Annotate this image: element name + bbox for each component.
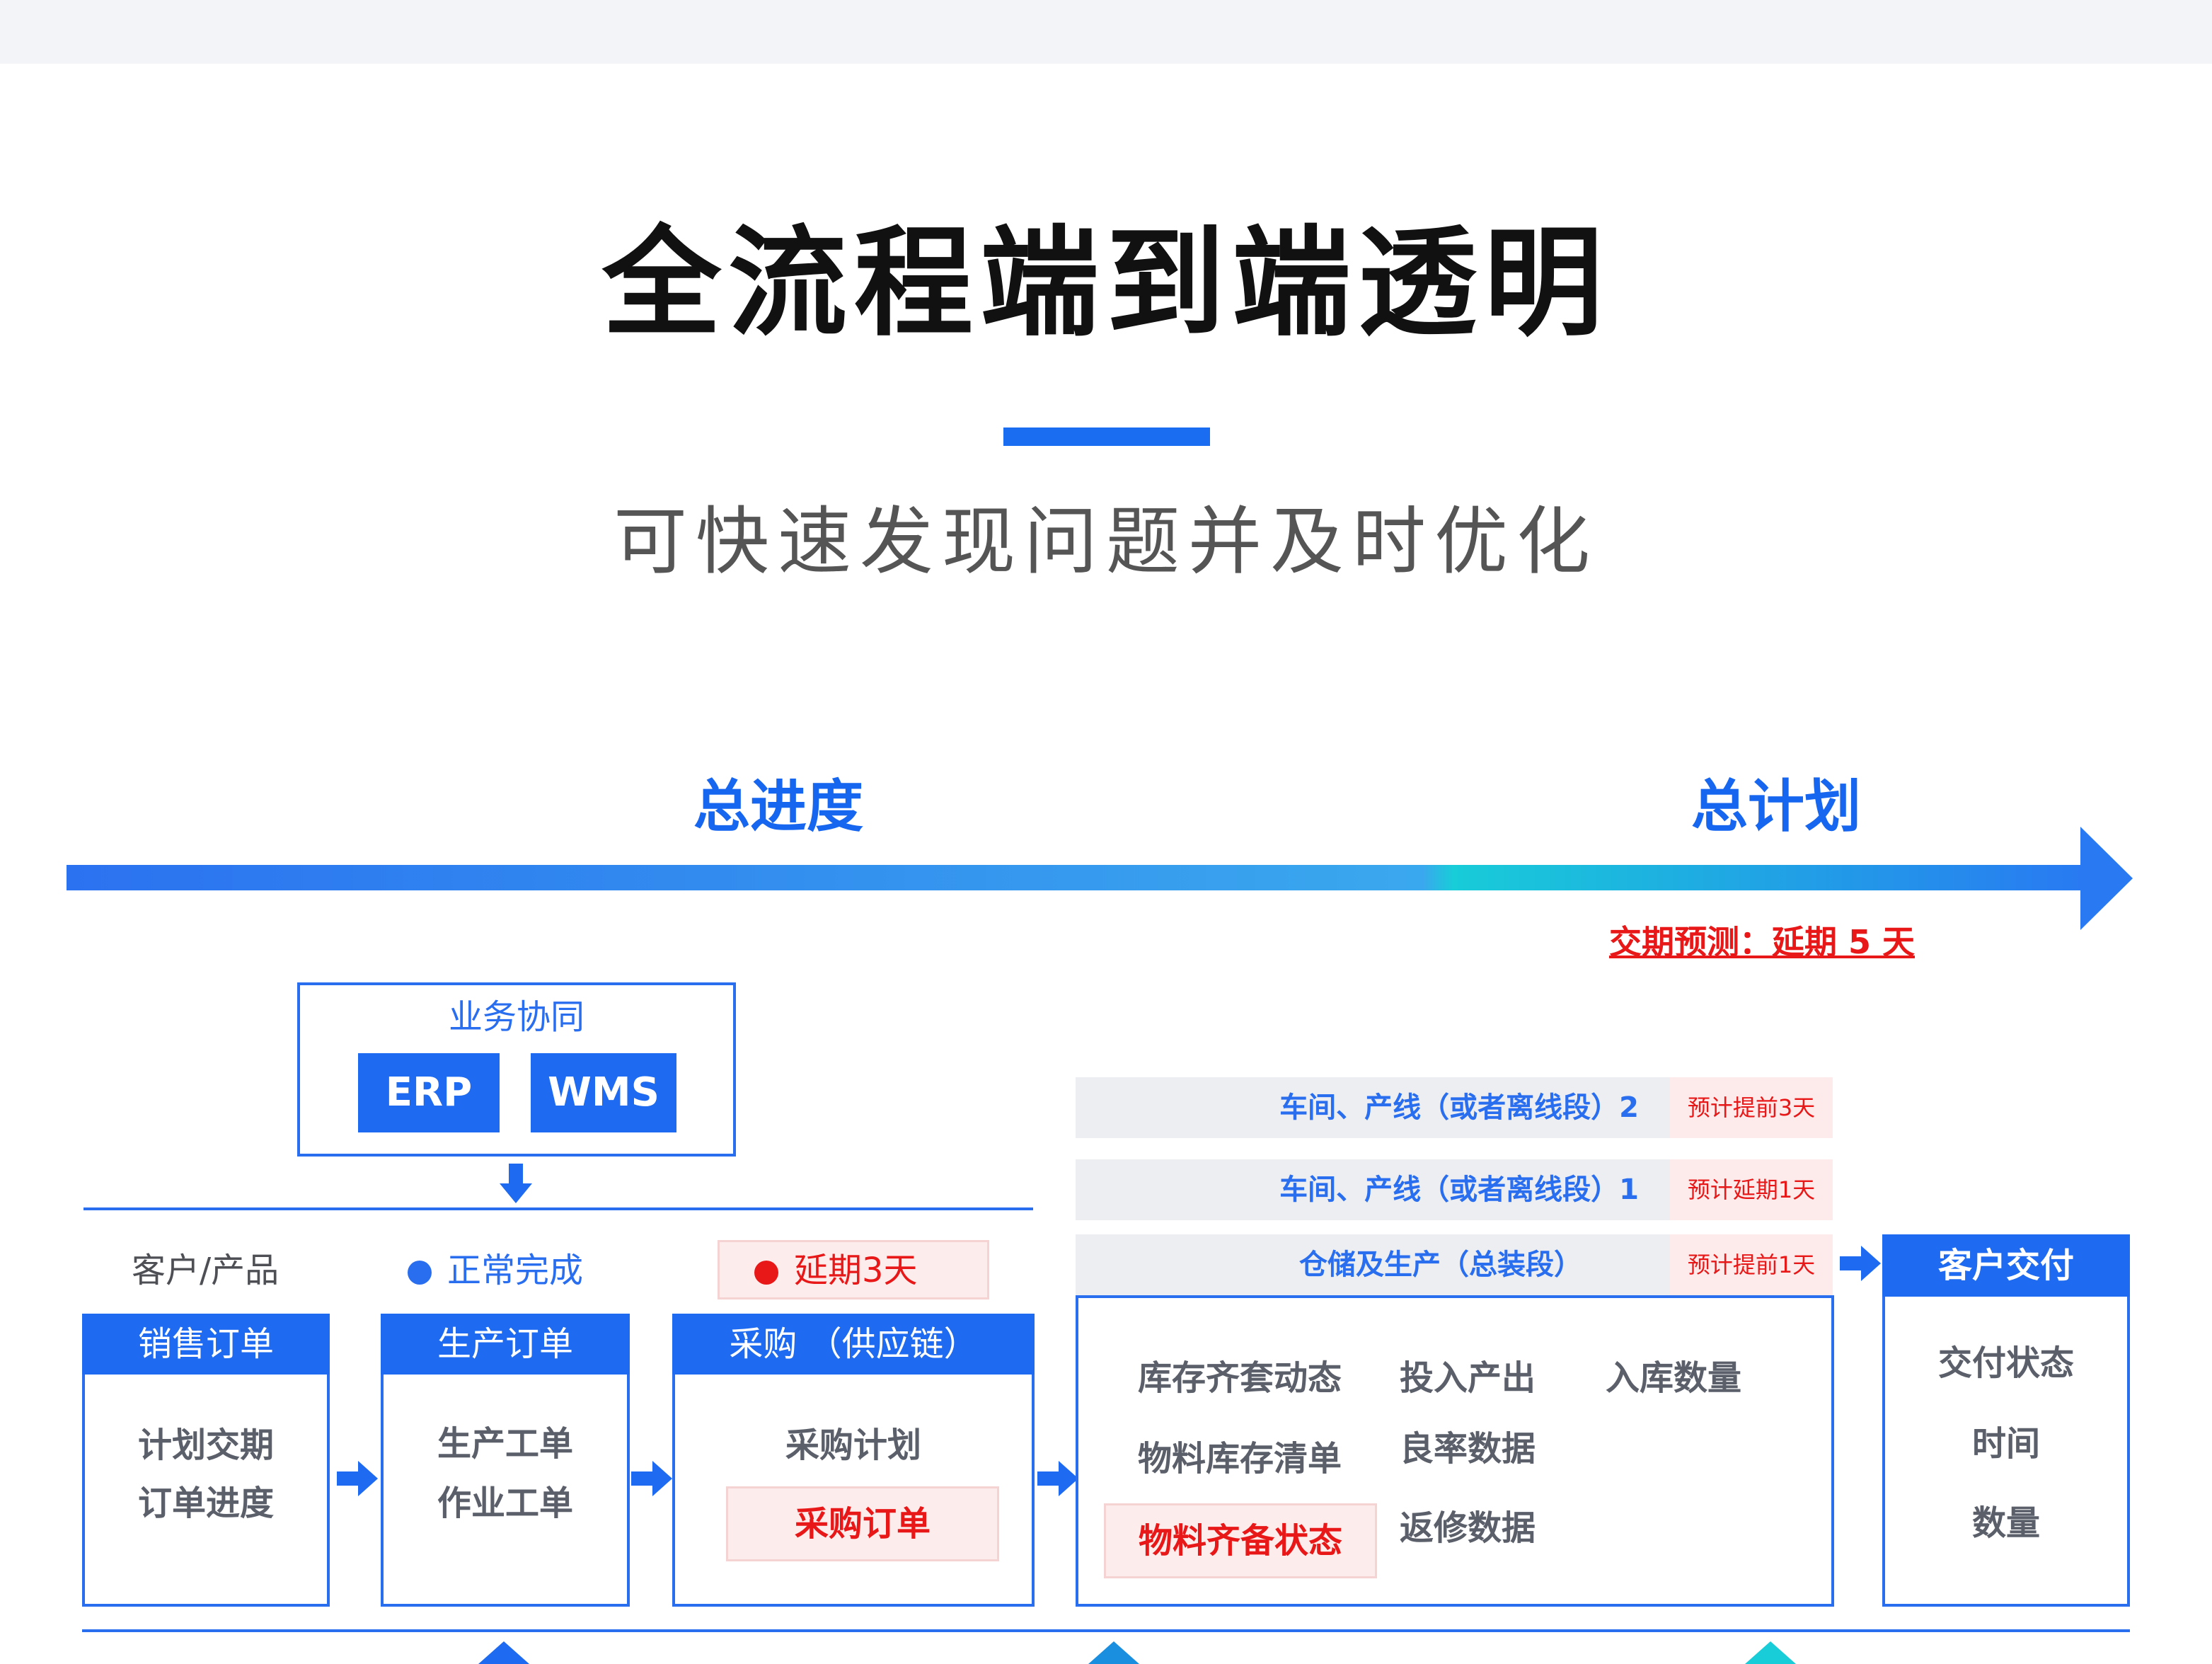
marker-triangle-2 [1088, 1641, 1139, 1664]
marker-triangle-3 [1745, 1641, 1796, 1664]
metric-yield: 良率数据 [1399, 1429, 1536, 1469]
collaboration-label: 业务协同 [448, 997, 584, 1037]
metric-inbound-qty: 入库数量 [1605, 1358, 1741, 1398]
line-row-2-tag: 预计提前3天 [1670, 1077, 1833, 1138]
delivery-item-status: 交付状态 [1937, 1343, 2074, 1383]
right-arrow-icon [1840, 1246, 1881, 1281]
line-row-0-tag: 预计提前1天 [1670, 1234, 1833, 1295]
line-row-1-label: 车间、产线（或者离线段）1 [1279, 1174, 1639, 1206]
divider-top-left [83, 1207, 1033, 1210]
marker-triangle-1 [478, 1641, 529, 1664]
title-underline [1003, 428, 1210, 446]
legend-delay-box [718, 1240, 989, 1299]
page-title: 全流程端到端透明 [602, 214, 1610, 352]
line-row-2-label: 车间、产线（或者离线段）2 [1279, 1091, 1639, 1124]
purchase-item-1: 采购计划 [785, 1425, 921, 1465]
sales-item-1: 计划交期 [137, 1425, 274, 1465]
purchase-item-2: 采购订单 [726, 1486, 999, 1561]
delivery-item-time: 时间 [1971, 1424, 2040, 1464]
delivery-forecast: 交期预测：延期 5 天 [1608, 923, 1916, 961]
delay-dot-icon [754, 1261, 778, 1285]
timeline-arrow [67, 827, 2133, 930]
line-row-0-label: 仓储及生产（总装段） [1299, 1249, 1582, 1281]
metric-material-list: 物料库存清单 [1137, 1439, 1342, 1479]
legend-delay: 延期3天 [754, 1246, 918, 1295]
legend-normal: 正常完成 [408, 1246, 583, 1295]
right-arrow-icon [337, 1461, 378, 1496]
metric-material-ready: 物料齐备状态 [1104, 1503, 1377, 1578]
right-arrow-icon [1037, 1461, 1078, 1496]
metric-rework: 返修数据 [1399, 1508, 1536, 1548]
sales-item-2: 订单进度 [137, 1484, 274, 1523]
right-arrow-icon [631, 1461, 672, 1496]
delivery-title: 客户交付 [1882, 1234, 2130, 1297]
purchase-title: 采购 （供应链） [672, 1314, 1035, 1375]
sales-order-title: 销售订单 [82, 1314, 330, 1375]
plan-label: 总计划 [1691, 774, 1861, 839]
production-item-1: 生产工单 [437, 1424, 573, 1464]
customer-product-label: 客户/产品 [132, 1251, 280, 1290]
divider-bottom [82, 1629, 2130, 1632]
line-row-1-tag: 预计延期1天 [1670, 1159, 1833, 1220]
progress-label: 总进度 [693, 774, 863, 839]
page-subtitle: 可快速发现问题并及时优化 [613, 498, 1598, 585]
legend-delay-text: 延期3天 [794, 1251, 918, 1290]
erp-chip: ERP [358, 1053, 500, 1132]
top-band [0, 0, 2212, 64]
metric-input-output: 投入产出 [1399, 1358, 1536, 1398]
wms-chip: WMS [531, 1053, 676, 1132]
metric-inventory-kit: 库存齐套动态 [1137, 1358, 1342, 1398]
production-order-title: 生产订单 [381, 1314, 630, 1375]
production-item-2: 作业工单 [437, 1484, 573, 1523]
delivery-item-qty: 数量 [1971, 1503, 2040, 1543]
normal-dot-icon [408, 1261, 432, 1285]
legend-normal-text: 正常完成 [447, 1251, 584, 1290]
down-arrow-icon [500, 1164, 532, 1203]
